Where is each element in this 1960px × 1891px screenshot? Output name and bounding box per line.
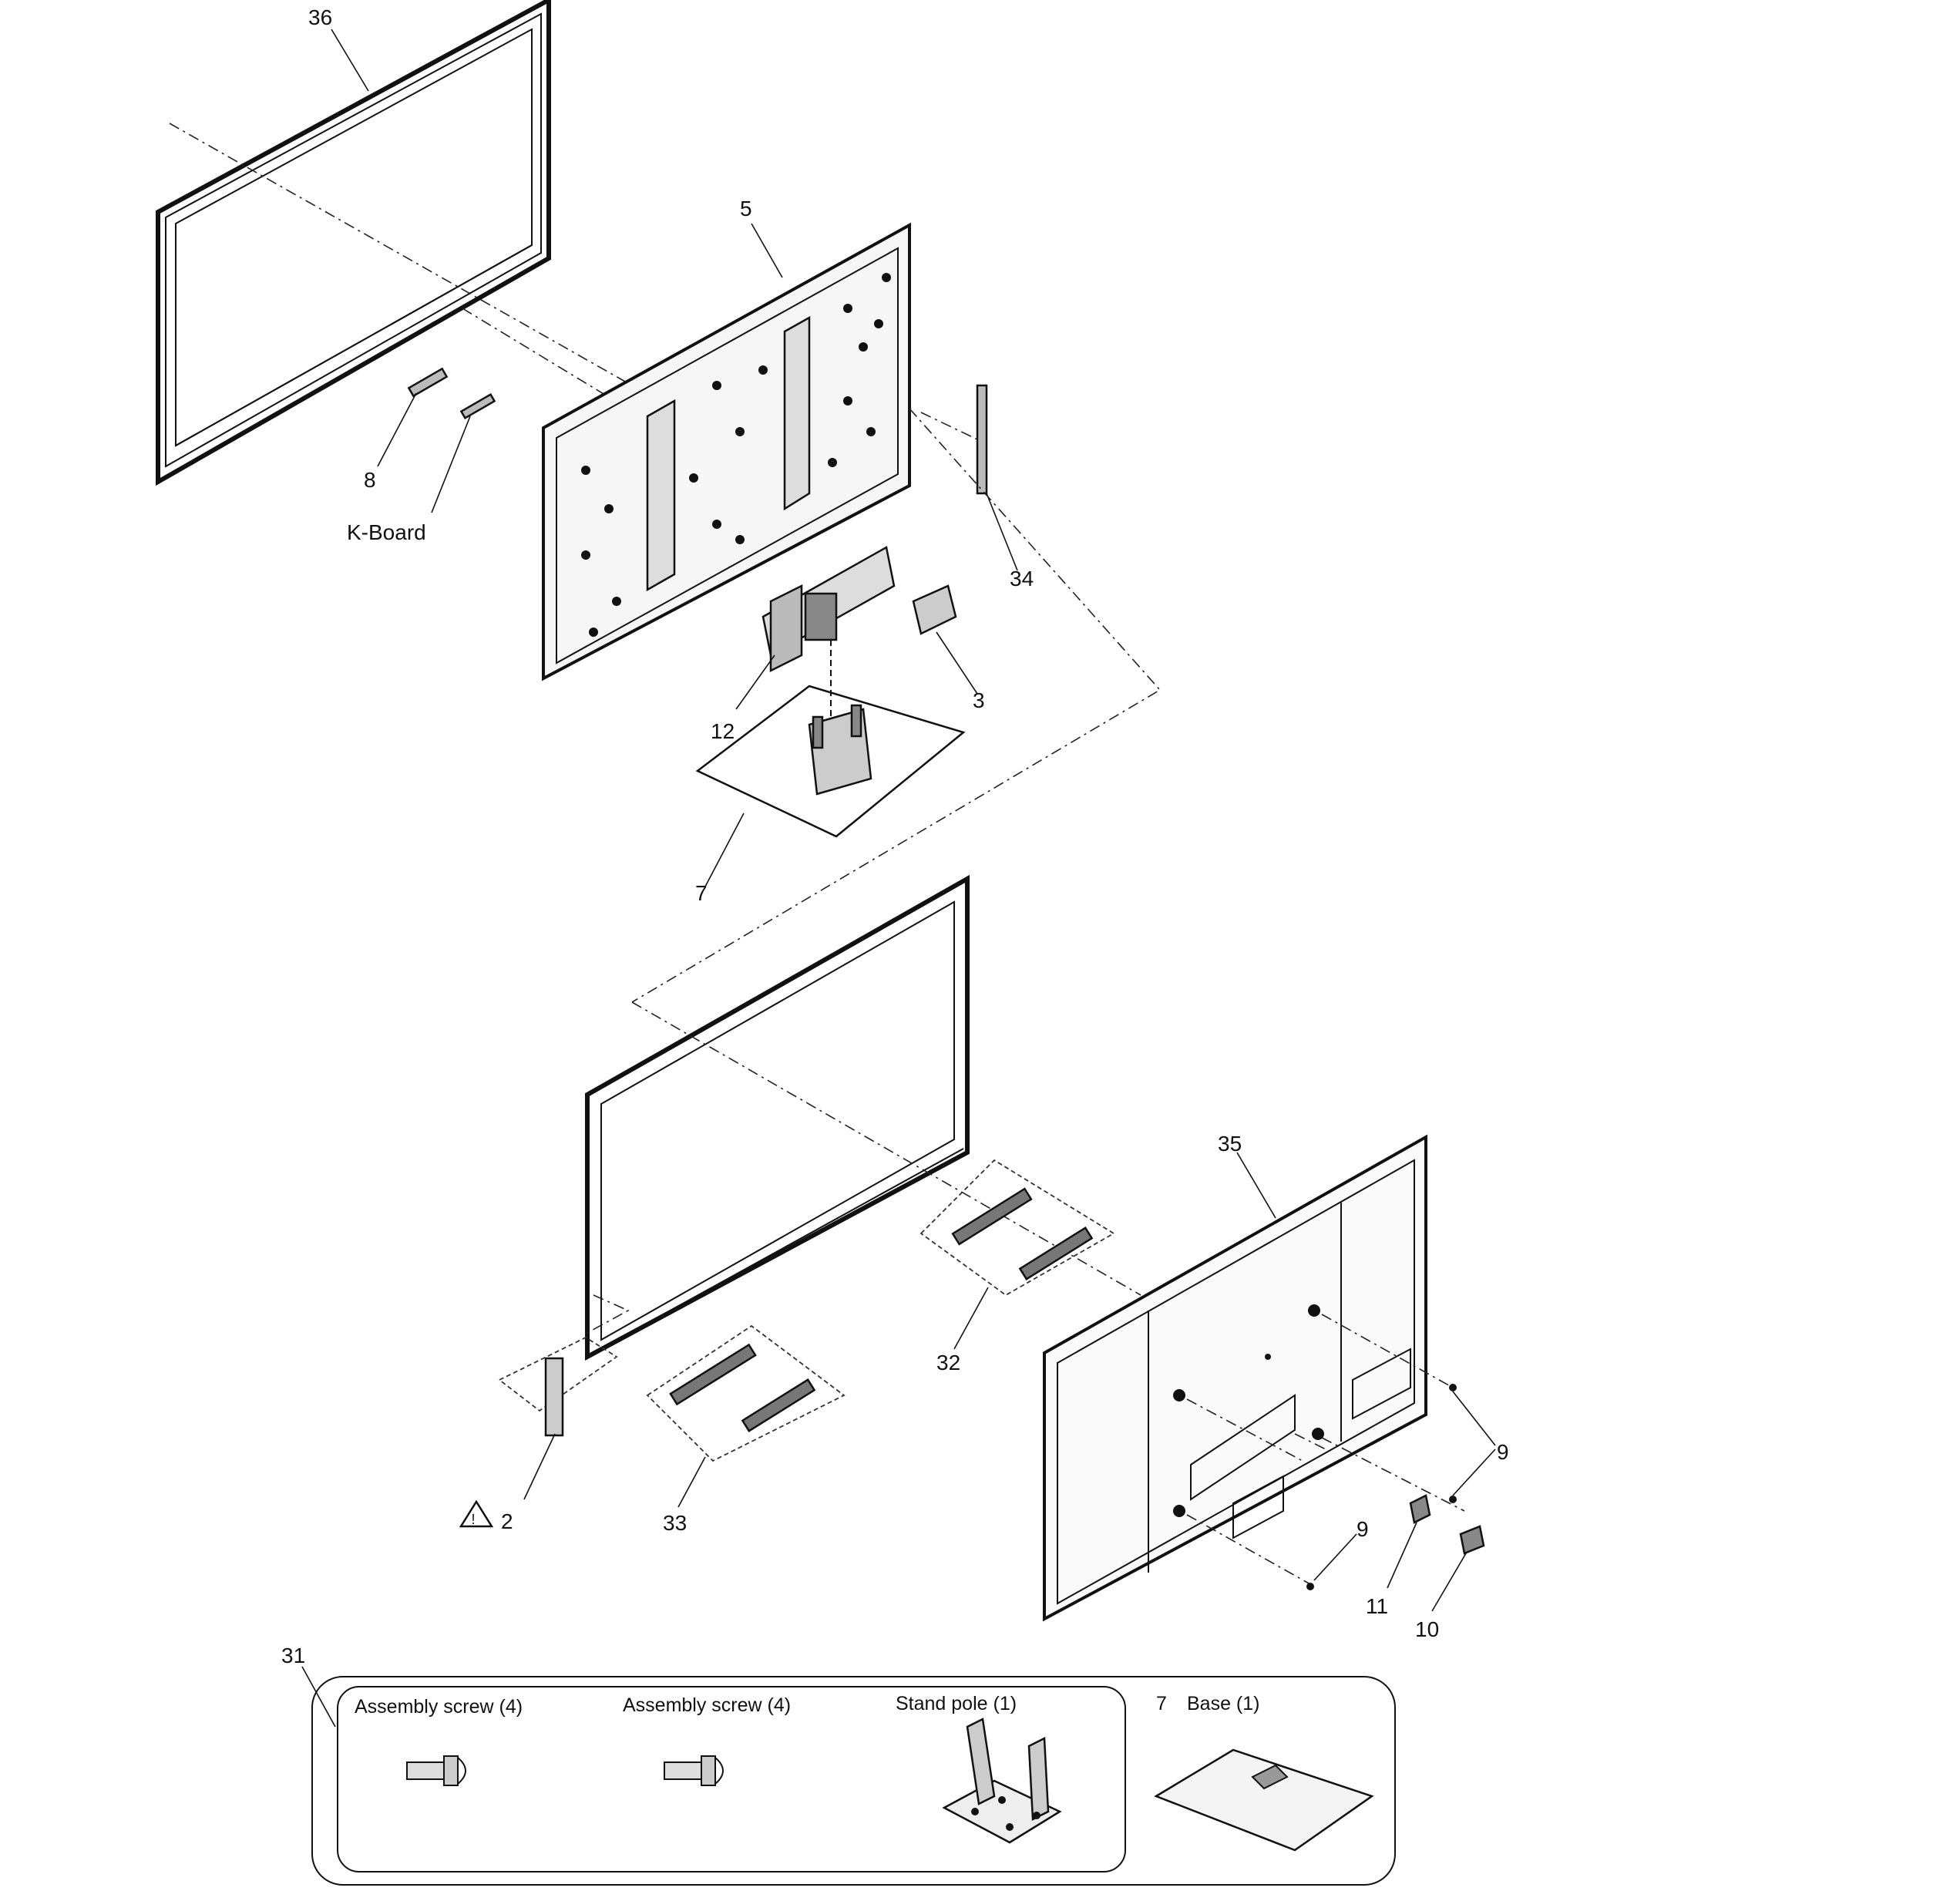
label-9-right: 9 — [1497, 1440, 1509, 1464]
k-board-part — [431, 392, 496, 513]
accessory-label-stand-pole: Stand pole (1) — [896, 1693, 1017, 1714]
assembly-line-4 — [631, 1001, 1141, 1296]
label-12: 12 — [711, 719, 735, 743]
chassis-panel — [542, 222, 911, 681]
strip-pair-33 — [646, 1324, 846, 1508]
assembly-screw-icon — [406, 1755, 466, 1786]
rear-cover — [1043, 1134, 1465, 1622]
front-bezel — [156, 0, 551, 486]
label-k-board: K-Board — [347, 520, 426, 544]
strip-pair-32 — [919, 1159, 1115, 1350]
label-34: 34 — [1010, 567, 1034, 591]
label-9-lower: 9 — [1357, 1517, 1369, 1541]
base-plate-icon — [1154, 1748, 1374, 1852]
label-32: 32 — [936, 1351, 960, 1375]
accessory-label-base-number: 7 — [1156, 1693, 1167, 1714]
stand-pole-icon — [942, 1718, 1062, 1844]
side-cover-part — [498, 1336, 618, 1500]
label-7: 7 — [695, 881, 708, 905]
label-35: 35 — [1218, 1132, 1242, 1156]
small-block-part — [912, 584, 978, 695]
label-10: 10 — [1415, 1617, 1439, 1641]
assembly-line-1 — [169, 123, 633, 386]
stand-bracket — [735, 546, 896, 717]
accessory-label-screw-2: Assembly screw (4) — [623, 1694, 791, 1716]
label-31: 31 — [281, 1644, 305, 1667]
assembly-line-5 — [585, 1294, 630, 1334]
label-2: 2 — [501, 1509, 513, 1533]
warning-triangle-icon: ! — [459, 1499, 494, 1528]
part-8-button-board — [377, 367, 449, 467]
assembly-screw-icon — [664, 1755, 724, 1786]
accessory-label-screw-1: Assembly screw (4) — [355, 1696, 523, 1718]
side-bracket — [920, 384, 1018, 571]
assembly-line-3 — [631, 408, 1162, 1003]
middle-frame — [585, 874, 970, 1361]
fitting-10 — [1431, 1525, 1485, 1612]
screw-9-right — [1449, 1384, 1496, 1503]
label-8: 8 — [364, 468, 376, 492]
label-33: 33 — [663, 1511, 687, 1535]
fitting-11 — [1387, 1494, 1431, 1589]
label-36: 36 — [308, 5, 332, 29]
stand-base — [695, 685, 966, 887]
label-3: 3 — [973, 688, 985, 712]
svg-text:!: ! — [471, 1512, 475, 1527]
accessory-panel: Assembly screw (4) Assembly screw (4) St… — [301, 1666, 1396, 1886]
screw-9-lower — [1306, 1533, 1357, 1590]
label-5: 5 — [740, 197, 752, 220]
label-11: 11 — [1366, 1594, 1388, 1618]
accessory-label-base: Base (1) — [1187, 1693, 1259, 1714]
